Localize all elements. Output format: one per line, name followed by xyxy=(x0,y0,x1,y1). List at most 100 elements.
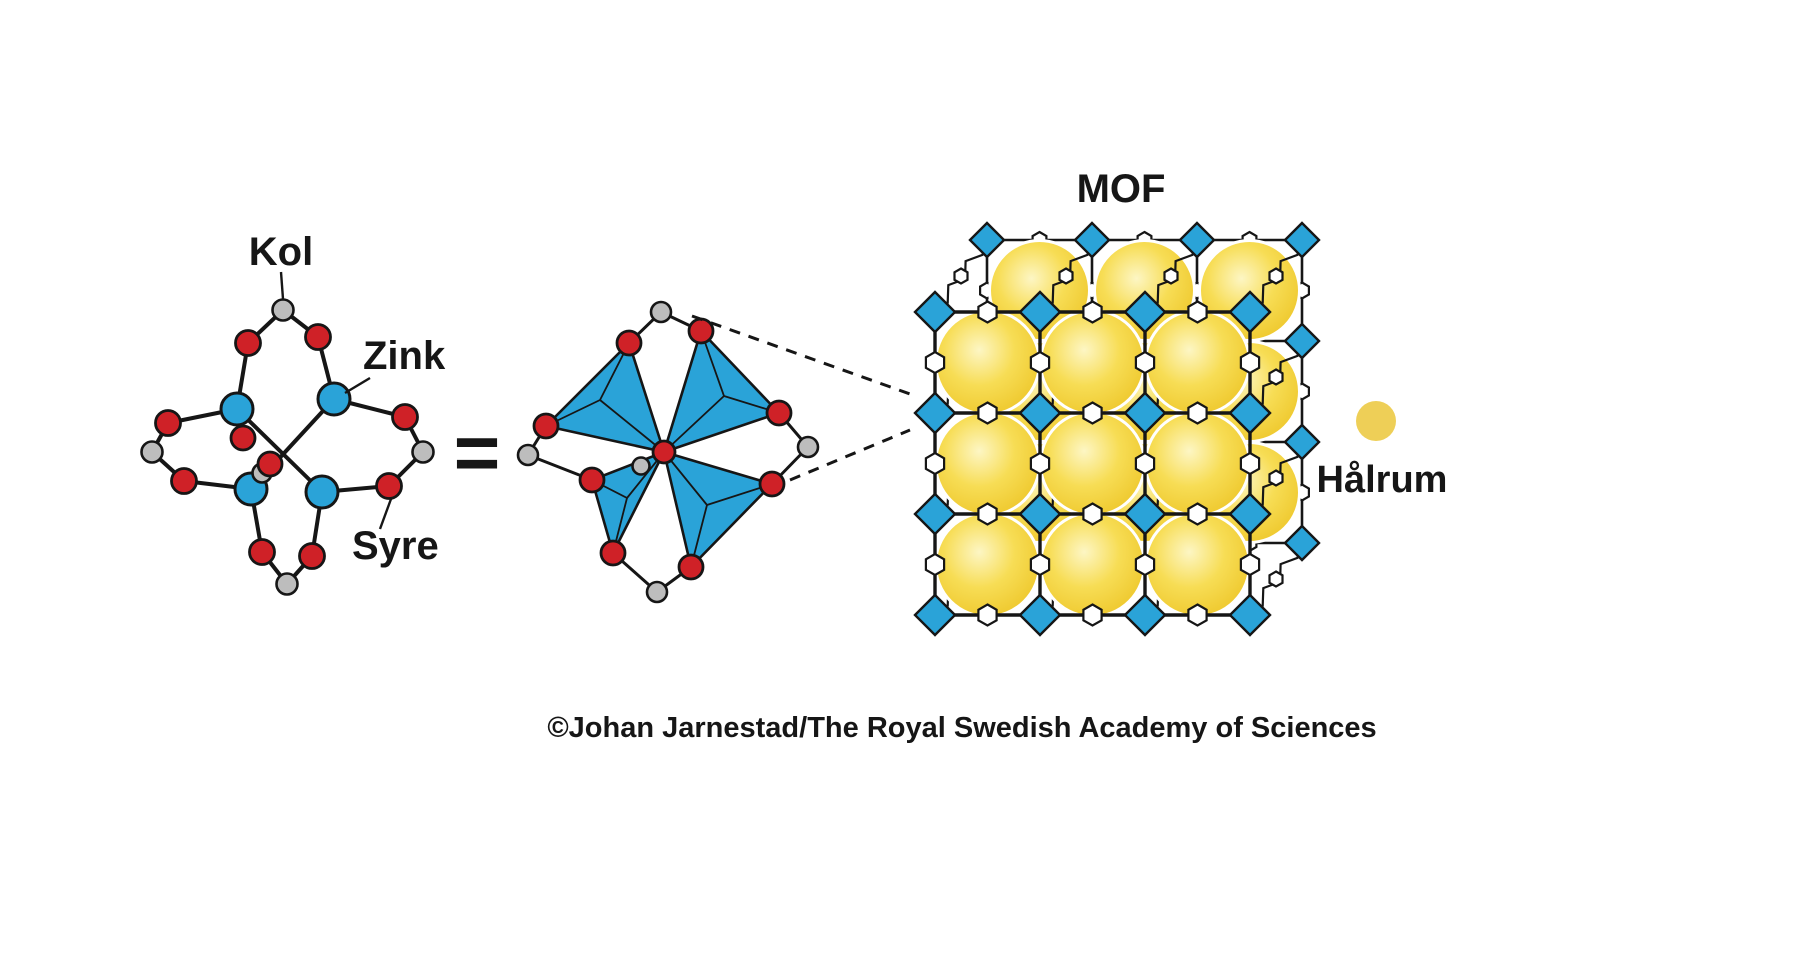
linker-hexagon xyxy=(1239,350,1261,375)
node-diamond xyxy=(1018,391,1062,435)
node-diamond-back xyxy=(1283,423,1321,461)
linker-hexagon xyxy=(1082,502,1103,526)
pore-sphere xyxy=(934,511,1041,618)
linker-hexagon xyxy=(1239,552,1261,577)
label-mof: MOF xyxy=(1077,167,1166,211)
node-diamond-back xyxy=(968,221,1006,259)
linker-hexagon xyxy=(924,552,946,577)
node-diamond xyxy=(1018,593,1062,637)
pore-sphere xyxy=(934,410,1041,517)
oxygen-atom xyxy=(234,329,262,357)
oxygen-atom xyxy=(758,470,786,498)
oxygen-atom xyxy=(248,538,276,566)
tetrahedron xyxy=(544,341,666,454)
node-diamond xyxy=(913,593,957,637)
oxygen-atom xyxy=(154,409,182,437)
zink-pointer-line xyxy=(344,376,371,395)
tetrahedron xyxy=(662,450,774,569)
zinc-atom xyxy=(316,381,352,417)
node-diamond-back xyxy=(1073,221,1111,259)
oxygen-atom xyxy=(391,403,419,431)
oxygen-atom xyxy=(304,323,332,351)
linker-hexagon xyxy=(1134,350,1156,375)
node-diamond xyxy=(1123,492,1167,536)
credit-text: ©Johan Jarnestad/The Royal Swedish Acade… xyxy=(547,712,1376,744)
carbon-atom xyxy=(649,300,673,324)
oxygen-atom xyxy=(229,424,257,452)
carbon-atom xyxy=(411,440,435,464)
node-diamond xyxy=(1228,290,1272,334)
node-diamond xyxy=(1018,492,1062,536)
zoom-dashed-lines xyxy=(691,314,911,482)
oxygen-atom xyxy=(615,329,643,357)
carbon-atom xyxy=(140,440,164,464)
pore-sphere xyxy=(1039,511,1146,618)
carbon-atom xyxy=(645,580,669,604)
pore-sphere xyxy=(1144,410,1251,517)
node-diamond xyxy=(1123,391,1167,435)
linker-hexagon xyxy=(1268,570,1284,588)
node-diamond xyxy=(1228,391,1272,435)
label-zink: Zink xyxy=(363,334,446,378)
node-diamond-back xyxy=(1283,524,1321,562)
linker-hexagon xyxy=(1029,451,1051,476)
mof-lattice xyxy=(913,221,1321,637)
kol-pointer-line xyxy=(279,271,285,300)
node-diamond-back xyxy=(1178,221,1216,259)
oxygen-atom xyxy=(578,466,606,494)
oxygen-atom xyxy=(256,450,284,478)
label-kol: Kol xyxy=(249,230,313,274)
linker-hexagon xyxy=(977,502,998,526)
node-diamond xyxy=(913,391,957,435)
linker-hexagon xyxy=(977,603,998,627)
tetrahedra-cluster xyxy=(516,300,820,604)
oxygen-atom xyxy=(677,553,705,581)
node-diamond-back xyxy=(1283,221,1321,259)
node-diamond xyxy=(1123,290,1167,334)
cluster-atoms xyxy=(516,300,820,604)
oxygen-atom xyxy=(687,317,715,345)
syre-pointer-line xyxy=(378,498,393,530)
linker-hexagon xyxy=(953,267,969,285)
node-diamond xyxy=(1228,593,1272,637)
pore-sphere xyxy=(934,309,1041,416)
oxygen-atom xyxy=(298,542,326,570)
pore-sphere xyxy=(1144,511,1251,618)
oxygen-atom xyxy=(651,439,677,465)
linker-hexagon xyxy=(1029,350,1051,375)
linker-hexagon xyxy=(1029,552,1051,577)
linker-hexagon xyxy=(1082,300,1103,324)
label-halrum: Hålrum xyxy=(1317,459,1448,501)
pore-sphere xyxy=(1039,309,1146,416)
node-diamond xyxy=(1228,492,1272,536)
label-syre: Syre xyxy=(352,524,439,568)
molecule-atoms xyxy=(140,298,435,596)
linker-hexagon xyxy=(1187,603,1208,627)
linker-hexagon xyxy=(1058,267,1074,285)
linker-hexagon xyxy=(1163,267,1179,285)
zinc-atom xyxy=(304,474,340,510)
tetrahedron xyxy=(590,450,666,555)
linker-hexagon xyxy=(1268,368,1284,386)
linker-hexagon xyxy=(1187,502,1208,526)
linker-hexagon xyxy=(977,401,998,425)
molecule-group xyxy=(140,271,435,596)
carbon-atom xyxy=(796,435,820,459)
node-diamond xyxy=(913,290,957,334)
carbon-atom xyxy=(275,572,299,596)
oxygen-atom xyxy=(375,472,403,500)
linker-hexagon xyxy=(1239,451,1261,476)
carbon-atom xyxy=(271,298,295,322)
oxygen-atom xyxy=(599,539,627,567)
zinc-atom xyxy=(219,391,255,427)
tetrahedra xyxy=(544,329,781,569)
pore-sphere xyxy=(1039,410,1146,517)
linker-hexagon xyxy=(924,451,946,476)
linker-hexagon xyxy=(1187,300,1208,324)
node-diamond xyxy=(913,492,957,536)
linker-hexagon xyxy=(1082,603,1103,627)
equals-sign: = xyxy=(454,408,501,497)
linker-hexagon xyxy=(977,300,998,324)
